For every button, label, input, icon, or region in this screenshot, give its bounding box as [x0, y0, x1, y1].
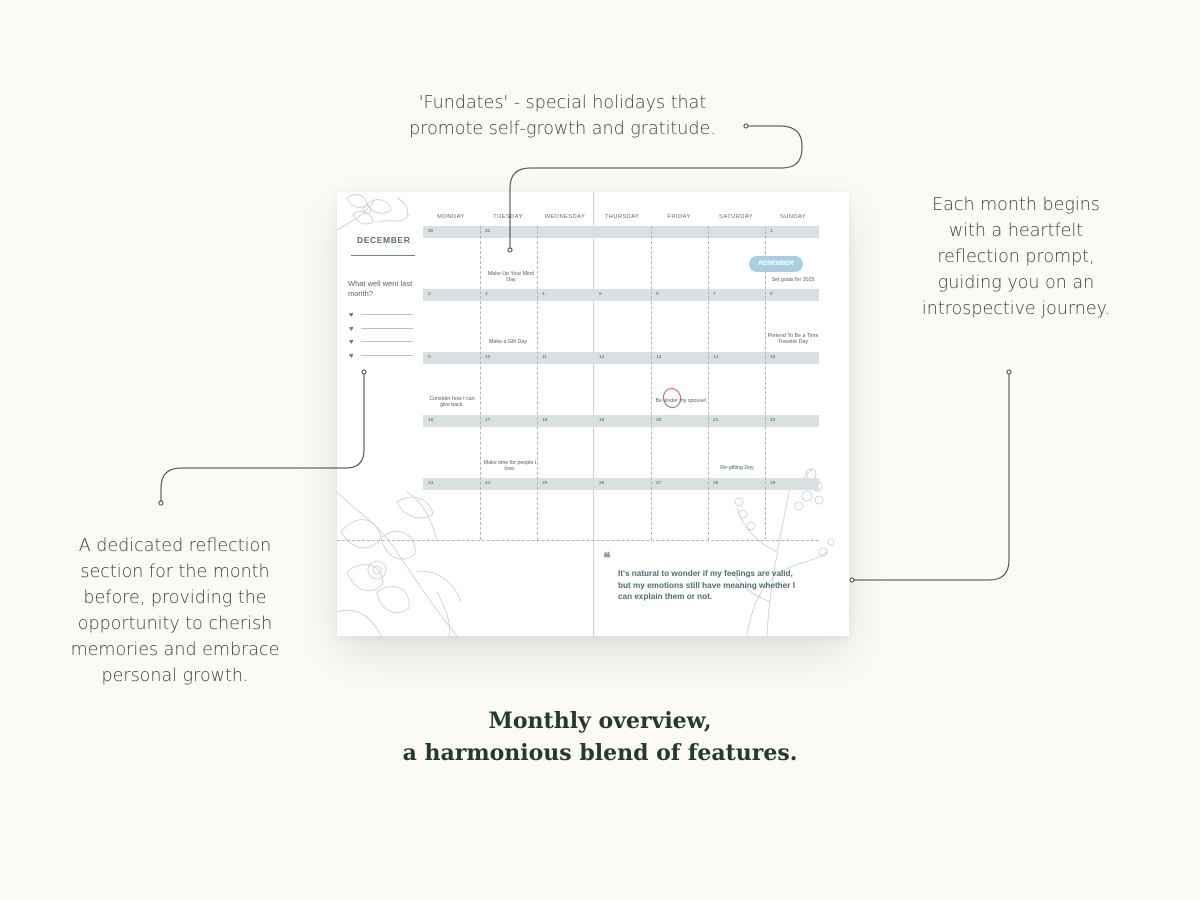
date-number[interactable]: 28 [713, 481, 719, 486]
headline: Monthly overview, a harmonious blend of … [330, 705, 870, 769]
date-number[interactable]: 29 [770, 481, 776, 486]
column-divider [765, 226, 766, 540]
date-number[interactable]: 4 [542, 292, 545, 297]
week-band [423, 415, 819, 427]
remember-badge: REMEMBER [749, 256, 803, 272]
reflection-line[interactable]: ♥ [349, 308, 413, 322]
date-number[interactable]: 30 [428, 229, 434, 234]
date-number[interactable]: 31 [485, 229, 491, 234]
reflection-list: ♥ ♥ ♥ ♥ [349, 308, 413, 362]
event-make-a-gift-day[interactable]: Make a Gift Day [489, 339, 527, 345]
connector-prompt [852, 373, 1010, 581]
event-make-up-your-mind-day[interactable]: Make Up Your Mind Day [487, 271, 535, 284]
date-number[interactable]: 12 [599, 355, 605, 360]
event-regifting-day[interactable]: Re-gifting Day [720, 465, 754, 471]
date-number[interactable]: 18 [542, 418, 548, 423]
day-header-monday: MONDAY [437, 214, 465, 220]
event-make-time[interactable]: Make time for people I love. [483, 460, 537, 473]
day-header-thursday: THURSDAY [604, 214, 640, 220]
date-number[interactable]: 10 [485, 355, 491, 360]
week-band [423, 478, 819, 490]
date-number[interactable]: 24 [485, 481, 491, 486]
event-set-goals[interactable]: Set goals for 2025 [771, 277, 815, 283]
date-number[interactable]: 3 [485, 292, 488, 297]
date-number[interactable]: 17 [485, 418, 491, 423]
date-number[interactable]: 11 [542, 355, 547, 360]
headline-line-1: Monthly overview, [488, 708, 712, 734]
month-title: DECEMBER [357, 235, 411, 245]
column-divider [708, 226, 709, 540]
date-number[interactable]: 6 [656, 292, 659, 297]
reflection-prompt: What well went last month? [348, 279, 413, 298]
date-number[interactable]: 14 [713, 355, 719, 360]
week-band [423, 226, 819, 238]
date-number[interactable]: 15 [770, 355, 776, 360]
date-number[interactable]: 5 [599, 292, 602, 297]
floral-illustrations [337, 194, 835, 636]
bottom-divider [337, 540, 819, 541]
date-number[interactable]: 27 [656, 481, 662, 486]
date-number[interactable]: 1 [770, 229, 773, 234]
event-be-kinder[interactable]: Be kinder my spouse! [655, 398, 707, 404]
column-divider [480, 226, 481, 540]
heart-icon: ♥ [349, 337, 354, 347]
day-header-saturday: SATURDAY [719, 214, 753, 220]
column-divider [537, 226, 538, 540]
reflection-line[interactable]: ♥ [349, 349, 413, 363]
day-header-tuesday: TUESDAY [493, 214, 523, 220]
date-number[interactable]: 21 [713, 418, 719, 423]
planner-spread: DECEMBER What well went last month? ♥ ♥ … [337, 192, 849, 636]
date-number[interactable]: 19 [599, 418, 605, 423]
day-header-sunday: SUNDAY [779, 214, 807, 220]
reflection-prompt-callout: Each month begins with a heartfelt refle… [921, 195, 1111, 319]
connector-reflection [160, 373, 365, 503]
date-number[interactable]: 2 [428, 292, 431, 297]
column-divider [651, 226, 652, 540]
fundates-callout: 'Fundates' - special holidays that promo… [409, 93, 716, 139]
date-number[interactable]: 25 [542, 481, 548, 486]
month-underline [351, 255, 415, 256]
week-band [423, 289, 819, 301]
headline-line-2: a harmonious blend of features. [402, 740, 798, 766]
day-header-wednesday: WEDNESDAY [544, 214, 586, 220]
heart-icon: ♥ [349, 323, 354, 333]
date-number[interactable]: 22 [770, 418, 776, 423]
date-number[interactable]: 20 [656, 418, 662, 423]
day-header-friday: FRIDAY [667, 214, 691, 220]
date-number[interactable]: 8 [770, 292, 773, 297]
event-consider-give-back[interactable]: Consider how I can give back. [429, 396, 475, 409]
date-number[interactable]: 23 [428, 481, 434, 486]
reflection-line[interactable]: ♥ [349, 335, 413, 349]
page-fold [593, 192, 594, 636]
reflection-line[interactable]: ♥ [349, 322, 413, 336]
monthly-quote: It's natural to wonder if my feelings ar… [618, 569, 795, 601]
event-time-traveler-day[interactable]: Pretend To Be a Time Traveler Day [767, 333, 819, 346]
quote-mark-icon: ❛❛ [603, 549, 611, 567]
date-number[interactable]: 16 [428, 418, 434, 423]
date-number[interactable]: 13 [656, 355, 662, 360]
heart-icon: ♥ [349, 350, 354, 360]
reflection-section-callout: A dedicated reflection section for the m… [70, 536, 280, 686]
date-number[interactable]: 9 [428, 355, 431, 360]
date-number[interactable]: 7 [713, 292, 716, 297]
date-number[interactable]: 26 [599, 481, 605, 486]
week-band [423, 352, 819, 364]
heart-icon: ♥ [349, 310, 354, 320]
